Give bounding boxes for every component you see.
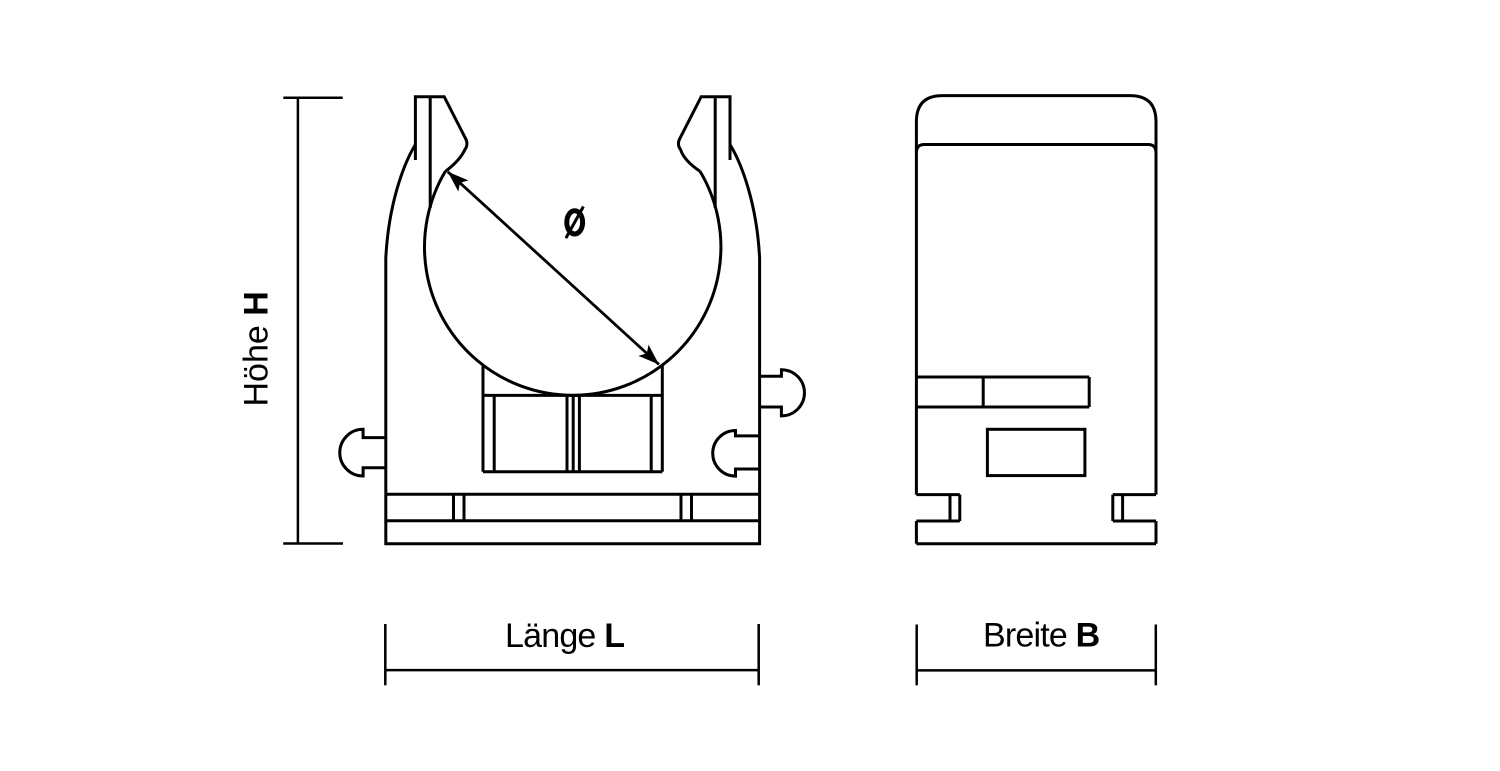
svg-text:Höhe H: Höhe H <box>238 291 276 406</box>
svg-text:Breite B: Breite B <box>983 617 1100 655</box>
svg-text:Länge L: Länge L <box>505 617 624 655</box>
